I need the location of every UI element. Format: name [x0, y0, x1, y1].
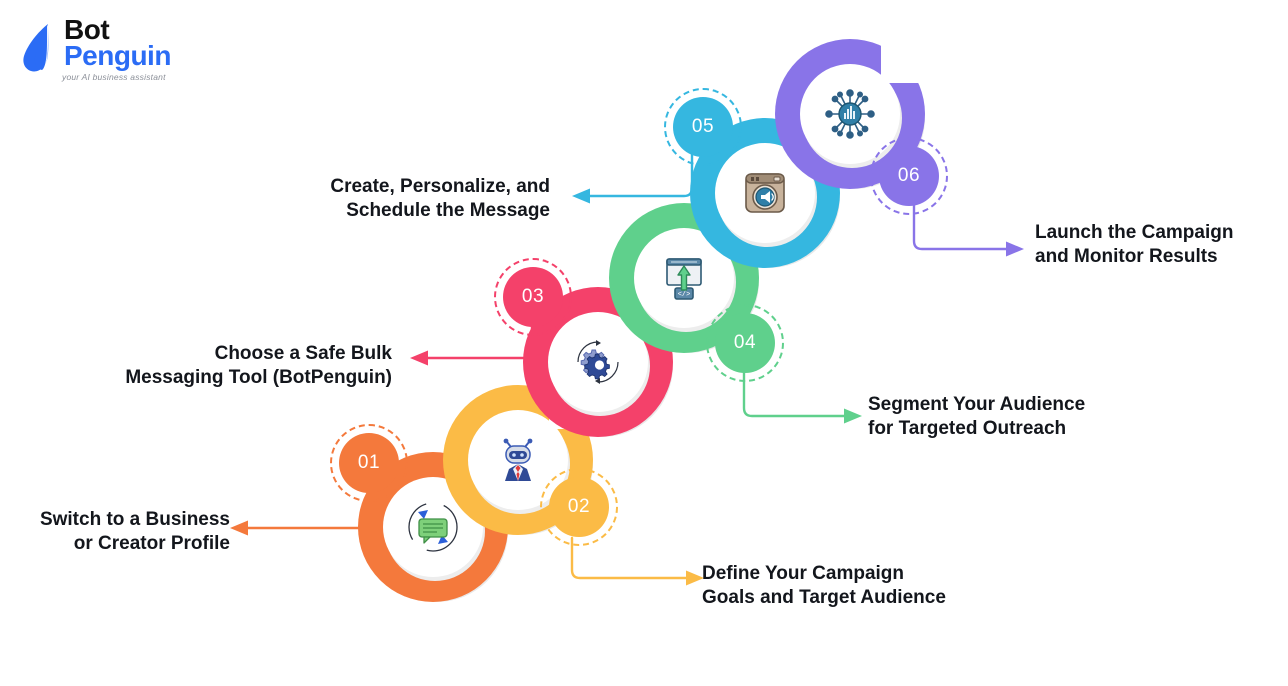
step-badge-03[interactable]: 03 — [494, 258, 572, 336]
step-label-03-line2: Messaging Tool (BotPenguin) — [125, 367, 392, 389]
step-label-01-line2: or Creator Profile — [73, 533, 230, 555]
brand-name-bottom: Penguin — [64, 40, 171, 71]
badge-number-05: 05 — [673, 97, 733, 157]
badge-dashed-ring — [664, 88, 742, 166]
step-label-01-line1: Switch to a Business — [39, 509, 230, 530]
step-badge-01[interactable]: 01 — [330, 424, 408, 502]
step-label-03: Choose a Safe Bulk Messaging Tool (BotPe… — [60, 342, 392, 391]
brand-logo[interactable]: Bot Penguin your AI business assistant — [16, 10, 216, 90]
step-badge-06[interactable]: 06 — [870, 137, 948, 215]
step-badge-02[interactable]: 02 — [540, 468, 618, 546]
network-analytics-icon — [800, 64, 900, 164]
badge-dashed-ring — [540, 468, 618, 546]
step-label-02-line2: Goals and Target Audience — [702, 587, 946, 609]
badge-dashed-ring — [494, 258, 572, 336]
step-label-04-line1: Segment Your Audience — [868, 394, 1086, 415]
badge-dashed-ring — [330, 424, 408, 502]
badge-dashed-ring — [706, 304, 784, 382]
step-label-05-line1: Create, Personalize, and — [330, 176, 550, 197]
svg-text:</>: </> — [678, 291, 691, 299]
step-label-06-line1: Launch the Campaign — [1035, 222, 1234, 243]
step-label-02: Define Your Campaign Goals and Target Au… — [702, 562, 1002, 611]
chat-refresh-icon — [383, 477, 483, 577]
step-label-06-line2: and Monitor Results — [1035, 246, 1218, 268]
step-label-03-line1: Choose a Safe Bulk — [214, 343, 392, 364]
step-label-01: Switch to a Business or Creator Profile — [0, 508, 230, 557]
penguin-logo-icon — [18, 22, 62, 74]
badge-number-04: 04 — [715, 313, 775, 373]
step-label-04-line2: for Targeted Outreach — [868, 418, 1067, 440]
badge-number-03: 03 — [503, 267, 563, 327]
badge-dashed-ring — [870, 137, 948, 215]
brand-wordmark: Bot Penguin — [64, 16, 171, 70]
brand-name-top: Bot — [64, 14, 110, 45]
step-label-05: Create, Personalize, and Schedule the Me… — [240, 175, 550, 224]
step-badge-05[interactable]: 05 — [664, 88, 742, 166]
step-label-02-line1: Define Your Campaign — [702, 563, 904, 584]
ring-notch — [881, 37, 927, 83]
badge-number-01: 01 — [339, 433, 399, 493]
step-label-04: Segment Your Audience for Targeted Outre… — [868, 393, 1168, 442]
badge-number-06: 06 — [879, 146, 939, 206]
brand-tagline: your AI business assistant — [62, 72, 166, 82]
badge-number-02: 02 — [549, 477, 609, 537]
step-label-05-line2: Schedule the Message — [346, 200, 550, 222]
step-badge-04[interactable]: 04 — [706, 304, 784, 382]
step-label-06: Launch the Campaign and Monitor Results — [1035, 221, 1288, 270]
